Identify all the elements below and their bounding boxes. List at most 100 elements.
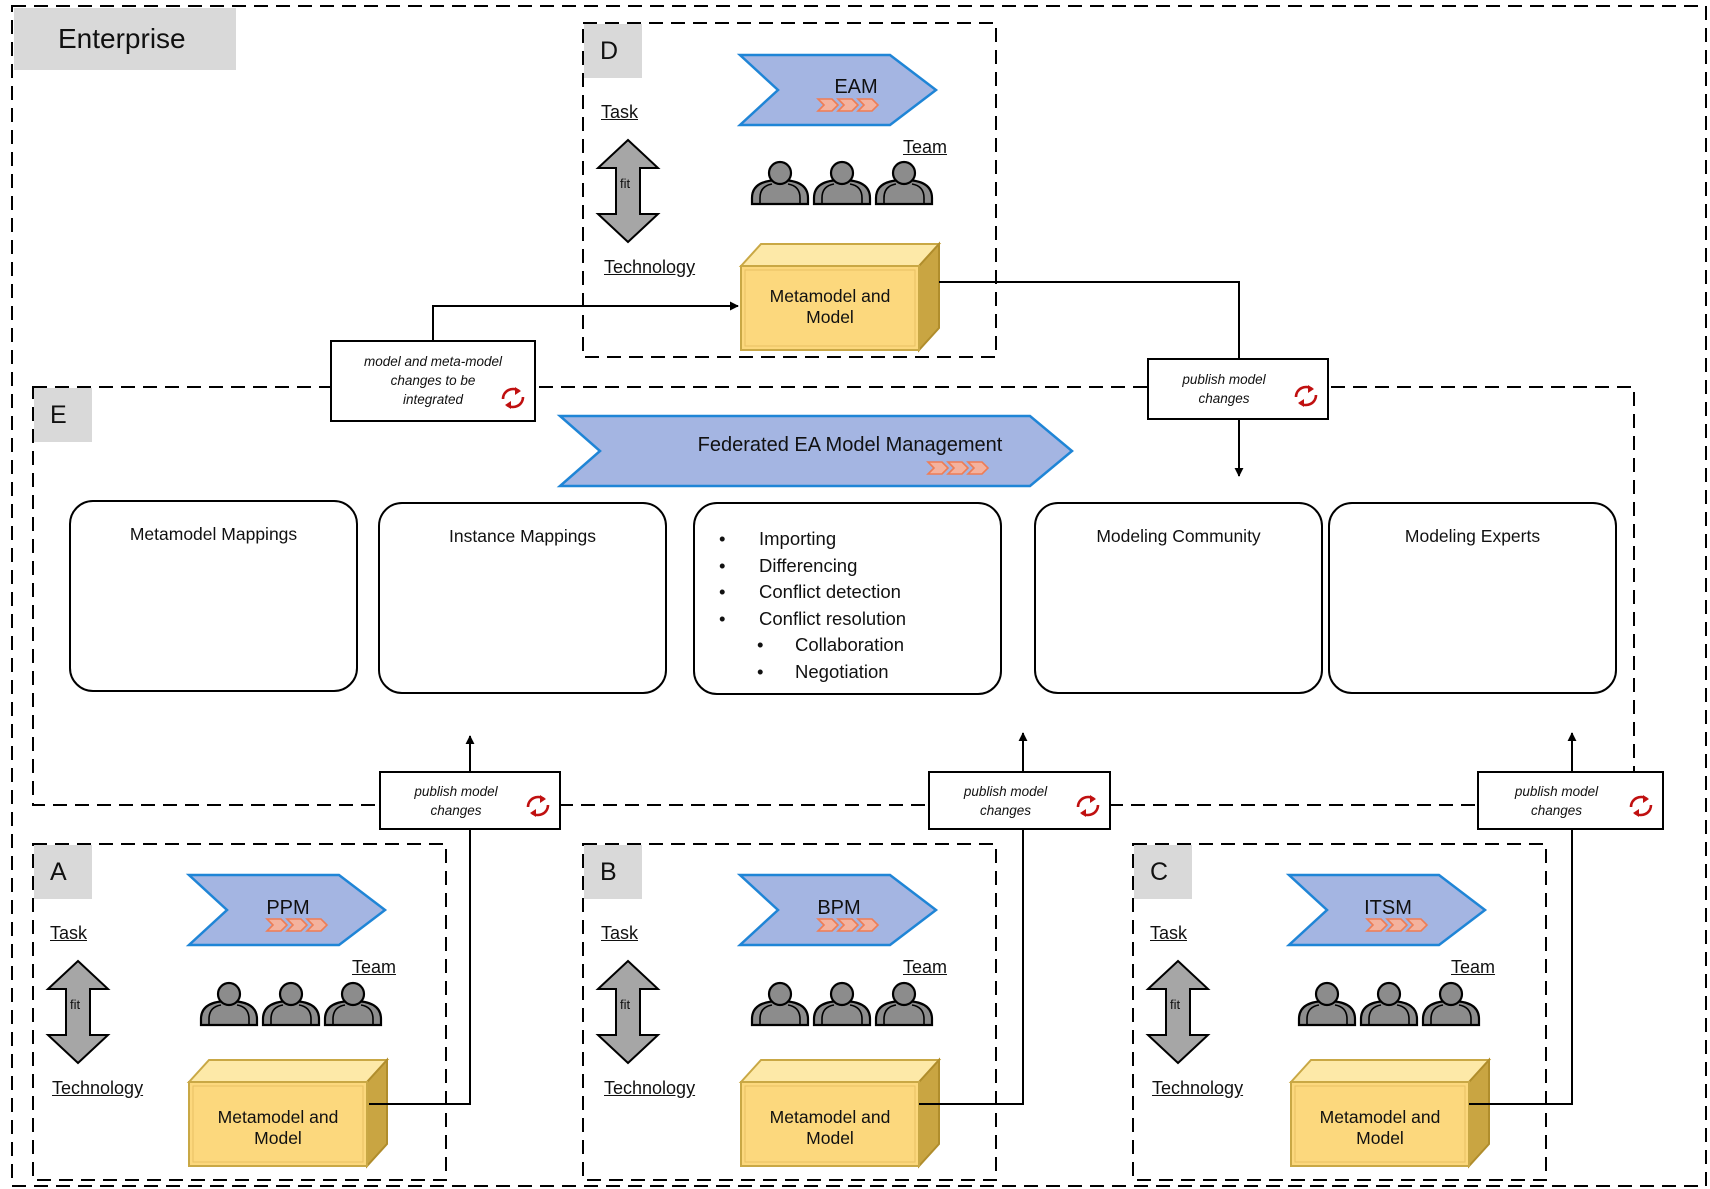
team-d-icons xyxy=(750,160,934,206)
note-line1: model and meta-model xyxy=(363,354,503,369)
publish-note-c: publish model changes xyxy=(1477,771,1664,830)
team-label: Team xyxy=(903,137,948,157)
team-label: Team xyxy=(1451,957,1496,977)
domain-a-tag: A xyxy=(34,845,92,899)
sync-icon xyxy=(526,794,550,819)
fit-label: fit xyxy=(70,997,81,1012)
cube-line2: Model xyxy=(1356,1128,1404,1148)
person-icon xyxy=(812,160,872,206)
domain-d-tag: D xyxy=(584,24,642,78)
panel-title: Modeling Experts xyxy=(1404,526,1541,546)
cube-line2: Model xyxy=(806,307,854,327)
panel-title: Modeling Community xyxy=(1096,526,1261,546)
team-label: Team xyxy=(903,957,948,977)
cube-d-label: Metamodel and Model xyxy=(741,286,919,328)
sync-icon xyxy=(501,386,525,411)
technology-label: Technology xyxy=(604,257,696,277)
fit-arrow-b xyxy=(597,960,659,1064)
cube-line1: Metamodel and xyxy=(769,286,891,306)
technology-label: Technology xyxy=(52,1078,144,1098)
cube-line1: Metamodel and xyxy=(1319,1107,1441,1127)
federation-e-tag: E xyxy=(34,388,92,442)
person-icon xyxy=(750,981,810,1027)
metamodel-mappings-panel: Metamodel Mappings xyxy=(69,500,358,692)
note-line1: publish model xyxy=(963,784,1048,799)
operation-item: Conflict resolution xyxy=(719,606,906,633)
domain-b-frame xyxy=(582,843,997,1181)
publish-note-a: publish model changes xyxy=(379,771,561,830)
resolution-mode-item: Collaboration xyxy=(719,632,906,659)
operations-panel: Importing Differencing Conflict detectio… xyxy=(693,502,1002,695)
fit-label: fit xyxy=(620,176,631,191)
sync-icon xyxy=(1629,794,1653,819)
cube-line1: Metamodel and xyxy=(769,1107,891,1127)
note-line1: publish model xyxy=(1514,784,1599,799)
enterprise-frame xyxy=(11,5,1707,1187)
modeling-experts-panel: Modeling Experts xyxy=(1328,502,1617,694)
person-icon xyxy=(199,981,259,1027)
cube-line1: Metamodel and xyxy=(217,1107,339,1127)
operation-item: Conflict detection xyxy=(719,579,906,606)
note-line2: changes xyxy=(979,803,1032,818)
sync-icon xyxy=(1076,794,1100,819)
cube-c-label: Metamodel and Model xyxy=(1291,1107,1469,1149)
task-label: Task xyxy=(1150,923,1188,943)
operation-item: Differencing xyxy=(719,553,906,580)
note-line1: publish model xyxy=(1182,372,1266,387)
fit-arrow-c xyxy=(1147,960,1209,1064)
cube-line2: Model xyxy=(254,1128,302,1148)
sync-icon xyxy=(1294,384,1318,409)
domain-d-frame xyxy=(582,22,997,358)
operations-list: Importing Differencing Conflict detectio… xyxy=(719,526,906,685)
cube-a-label: Metamodel and Model xyxy=(189,1107,367,1149)
team-label: Team xyxy=(352,957,397,977)
domain-a-frame xyxy=(32,843,447,1181)
operation-item: Importing xyxy=(719,526,906,553)
fit-arrow-a xyxy=(47,960,109,1064)
technology-label: Technology xyxy=(1152,1078,1244,1098)
ppm-label: PPM xyxy=(266,897,310,919)
task-label: Task xyxy=(601,102,639,122)
note-line1: publish model xyxy=(414,784,498,799)
publish-note-d: publish model changes xyxy=(1147,358,1329,420)
fit-label: fit xyxy=(1170,997,1181,1012)
bpm-label: BPM xyxy=(817,897,861,919)
person-icon xyxy=(1421,981,1481,1027)
note-line3: integrated xyxy=(402,392,464,407)
technology-label: Technology xyxy=(604,1078,696,1098)
person-icon xyxy=(1297,981,1357,1027)
team-c-icons xyxy=(1297,981,1481,1027)
fit-label: fit xyxy=(620,997,631,1012)
federation-e-frame xyxy=(32,386,1635,806)
publish-note-b: publish model changes xyxy=(928,771,1111,830)
person-icon xyxy=(874,160,934,206)
person-icon xyxy=(874,981,934,1027)
person-icon xyxy=(1359,981,1419,1027)
note-line2: changes xyxy=(430,803,482,818)
federated-chevron xyxy=(556,414,1074,488)
team-a-icons xyxy=(199,981,383,1027)
resolution-mode-item: Negotiation xyxy=(719,659,906,686)
itsm-label: ITSM xyxy=(1364,897,1412,919)
task-label: Task xyxy=(601,923,639,943)
task-label: Task xyxy=(50,923,88,943)
domain-b-tag: B xyxy=(584,845,642,899)
person-icon xyxy=(750,160,810,206)
person-icon xyxy=(261,981,321,1027)
team-b-icons xyxy=(750,981,934,1027)
person-icon xyxy=(323,981,383,1027)
cube-b-label: Metamodel and Model xyxy=(741,1107,919,1149)
domain-c-frame xyxy=(1132,843,1547,1181)
instance-mappings-panel: Instance Mappings xyxy=(378,502,667,694)
federation-title: Federated EA Model Management xyxy=(697,434,1003,456)
note-line2: changes to be xyxy=(390,373,476,388)
fit-arrow-d xyxy=(597,139,659,243)
modeling-community-panel: Modeling Community xyxy=(1034,502,1323,694)
enterprise-label: Enterprise xyxy=(14,8,236,70)
integration-note: model and meta-model changes to be integ… xyxy=(330,340,536,422)
panel-title: Instance Mappings xyxy=(449,526,596,546)
cube-line2: Model xyxy=(806,1128,854,1148)
eam-label: EAM xyxy=(834,76,878,98)
note-line2: changes xyxy=(1198,391,1250,406)
panel-title: Metamodel Mappings xyxy=(129,524,298,544)
